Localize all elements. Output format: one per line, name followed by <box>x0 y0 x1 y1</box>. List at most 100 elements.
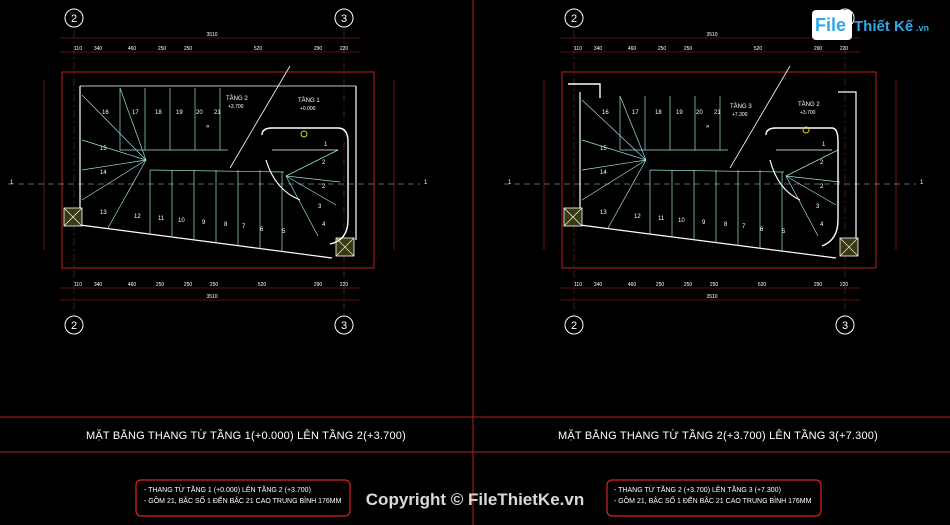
level-value-upper-r: +7.300 <box>732 112 748 118</box>
overall-dim-top: 3510 <box>206 32 217 38</box>
svg-text:250: 250 <box>184 282 193 288</box>
bottom-dim-row: 110 340 460 250 250 250 520 290 220 <box>74 282 348 288</box>
svg-text:520: 520 <box>758 282 767 288</box>
svg-text:11: 11 <box>658 216 665 222</box>
level-label-upper-r: TẦNG 3 <box>730 103 752 110</box>
svg-text:12: 12 <box>134 214 141 220</box>
svg-text:110: 110 <box>574 282 582 288</box>
top-dim-row-r: 110 340 460 250 250 520 290 220 <box>574 46 848 52</box>
step-numbers-r: 16 17 18 19 20 21 15 14 13 12 11 10 9 8 … <box>600 110 826 235</box>
left-stair-plan: 2 3 2 3 3510 3510 110 340 460 250 250 52… <box>8 8 428 335</box>
grid-bubble-3-bottom <box>334 315 354 335</box>
svg-text:110: 110 <box>574 46 582 52</box>
svg-text:250: 250 <box>684 46 693 52</box>
svg-text:6: 6 <box>260 227 264 233</box>
svg-text:4: 4 <box>820 222 824 228</box>
svg-text:20: 20 <box>696 110 703 116</box>
grid-bubble-2-bottom-r <box>564 315 584 335</box>
logo-file-text: File <box>815 15 846 35</box>
svg-text:340: 340 <box>94 46 103 52</box>
svg-text:520: 520 <box>754 46 763 52</box>
svg-text:340: 340 <box>594 282 603 288</box>
svg-text:5: 5 <box>782 229 786 235</box>
svg-text:5: 5 <box>282 229 286 235</box>
filethietke-logo: File Thiết Kế .vn <box>812 10 929 40</box>
svg-text:220: 220 <box>840 282 849 288</box>
right-note-line2: - GỒM 21, BẬC SỐ 1 ĐẾN BẬC 21 CAO TRUNG … <box>614 495 812 505</box>
svg-text:2: 2 <box>571 13 577 25</box>
arrow-up-icon: » <box>206 124 210 130</box>
svg-text:7: 7 <box>742 224 746 230</box>
level-value-lower-r: +3.700 <box>800 110 816 116</box>
svg-text:1: 1 <box>920 180 924 186</box>
svg-text:16: 16 <box>102 110 109 116</box>
svg-text:17: 17 <box>632 110 639 116</box>
section-mark-right: 1 <box>424 180 428 186</box>
left-note-line1: - THANG TỪ TẦNG 1 (+0.000) LÊN TẦNG 2 (+… <box>144 484 311 494</box>
svg-text:250: 250 <box>210 282 219 288</box>
right-stair-plan: 2 3 2 3 3510 3510 110 340 460 250 250 52… <box>504 8 924 335</box>
svg-text:290: 290 <box>314 46 323 52</box>
svg-text:290: 290 <box>314 282 323 288</box>
grid-bubble-2-bottom <box>64 315 84 335</box>
svg-text:13: 13 <box>600 210 607 216</box>
svg-text:250: 250 <box>684 282 693 288</box>
svg-text:19: 19 <box>176 110 183 116</box>
overall-dim-bottom: 3510 <box>206 294 217 300</box>
svg-text:460: 460 <box>628 46 637 52</box>
svg-text:10: 10 <box>678 218 685 224</box>
svg-text:250: 250 <box>710 282 719 288</box>
left-note-line2: - GỒM 21, BẬC SỐ 1 ĐẾN BẬC 21 CAO TRUNG … <box>144 495 342 505</box>
svg-text:220: 220 <box>840 46 849 52</box>
level-label-upper: TẦNG 2 <box>226 95 248 102</box>
svg-text:250: 250 <box>156 282 165 288</box>
svg-text:250: 250 <box>184 46 193 52</box>
svg-text:250: 250 <box>656 282 665 288</box>
svg-text:110: 110 <box>74 46 82 52</box>
svg-text:1: 1 <box>324 142 328 148</box>
svg-text:9: 9 <box>202 220 206 226</box>
right-plan-title: MẶT BẰNG THANG TỪ TẦNG 2(+3.700) LÊN TẦN… <box>558 429 878 442</box>
arrow-up-icon: » <box>706 124 710 130</box>
svg-text:19: 19 <box>676 110 683 116</box>
svg-text:2: 2 <box>322 160 326 166</box>
svg-text:3: 3 <box>318 204 322 210</box>
svg-text:460: 460 <box>128 46 137 52</box>
right-note-line1: - THANG TỪ TẦNG 2 (+3.700) LÊN TẦNG 3 (+… <box>614 484 781 494</box>
svg-text:340: 340 <box>94 282 103 288</box>
grid-bubble-3-bottom-r <box>835 315 855 335</box>
svg-text:7: 7 <box>242 224 246 230</box>
svg-text:21: 21 <box>714 110 721 116</box>
svg-text:15: 15 <box>100 146 107 152</box>
svg-text:460: 460 <box>628 282 637 288</box>
grid-bubble-2-top <box>64 8 84 28</box>
svg-text:460: 460 <box>128 282 137 288</box>
grid-bubble-3-top <box>334 8 354 28</box>
svg-text:9: 9 <box>702 220 706 226</box>
level-value-lower: +0.000 <box>300 106 316 112</box>
svg-text:18: 18 <box>655 110 662 116</box>
grid-bubble-2-top-r <box>564 8 584 28</box>
logo-domain-text: .vn <box>916 23 929 33</box>
svg-text:3: 3 <box>816 204 820 210</box>
svg-text:220: 220 <box>340 282 349 288</box>
svg-text:1: 1 <box>508 180 512 186</box>
grid-label-2-bottom: 2 <box>71 320 77 332</box>
svg-text:11: 11 <box>158 216 165 222</box>
svg-text:290: 290 <box>814 282 823 288</box>
svg-text:2: 2 <box>820 184 824 190</box>
svg-text:2: 2 <box>820 160 824 166</box>
top-dim-row: 110 340 460 250 250 520 290 220 <box>74 46 348 52</box>
svg-text:250: 250 <box>158 46 167 52</box>
svg-text:1: 1 <box>822 142 826 148</box>
left-plan-title: MẶT BẰNG THANG TỪ TẦNG 1(+0.000) LÊN TẦN… <box>86 429 406 442</box>
level-value-upper: +3.700 <box>228 104 244 110</box>
svg-text:8: 8 <box>224 222 228 228</box>
svg-text:14: 14 <box>100 170 107 176</box>
svg-text:3: 3 <box>842 320 848 332</box>
grid-label-2-top: 2 <box>71 13 77 25</box>
svg-text:4: 4 <box>322 222 326 228</box>
svg-text:220: 220 <box>340 46 349 52</box>
svg-text:340: 340 <box>594 46 603 52</box>
